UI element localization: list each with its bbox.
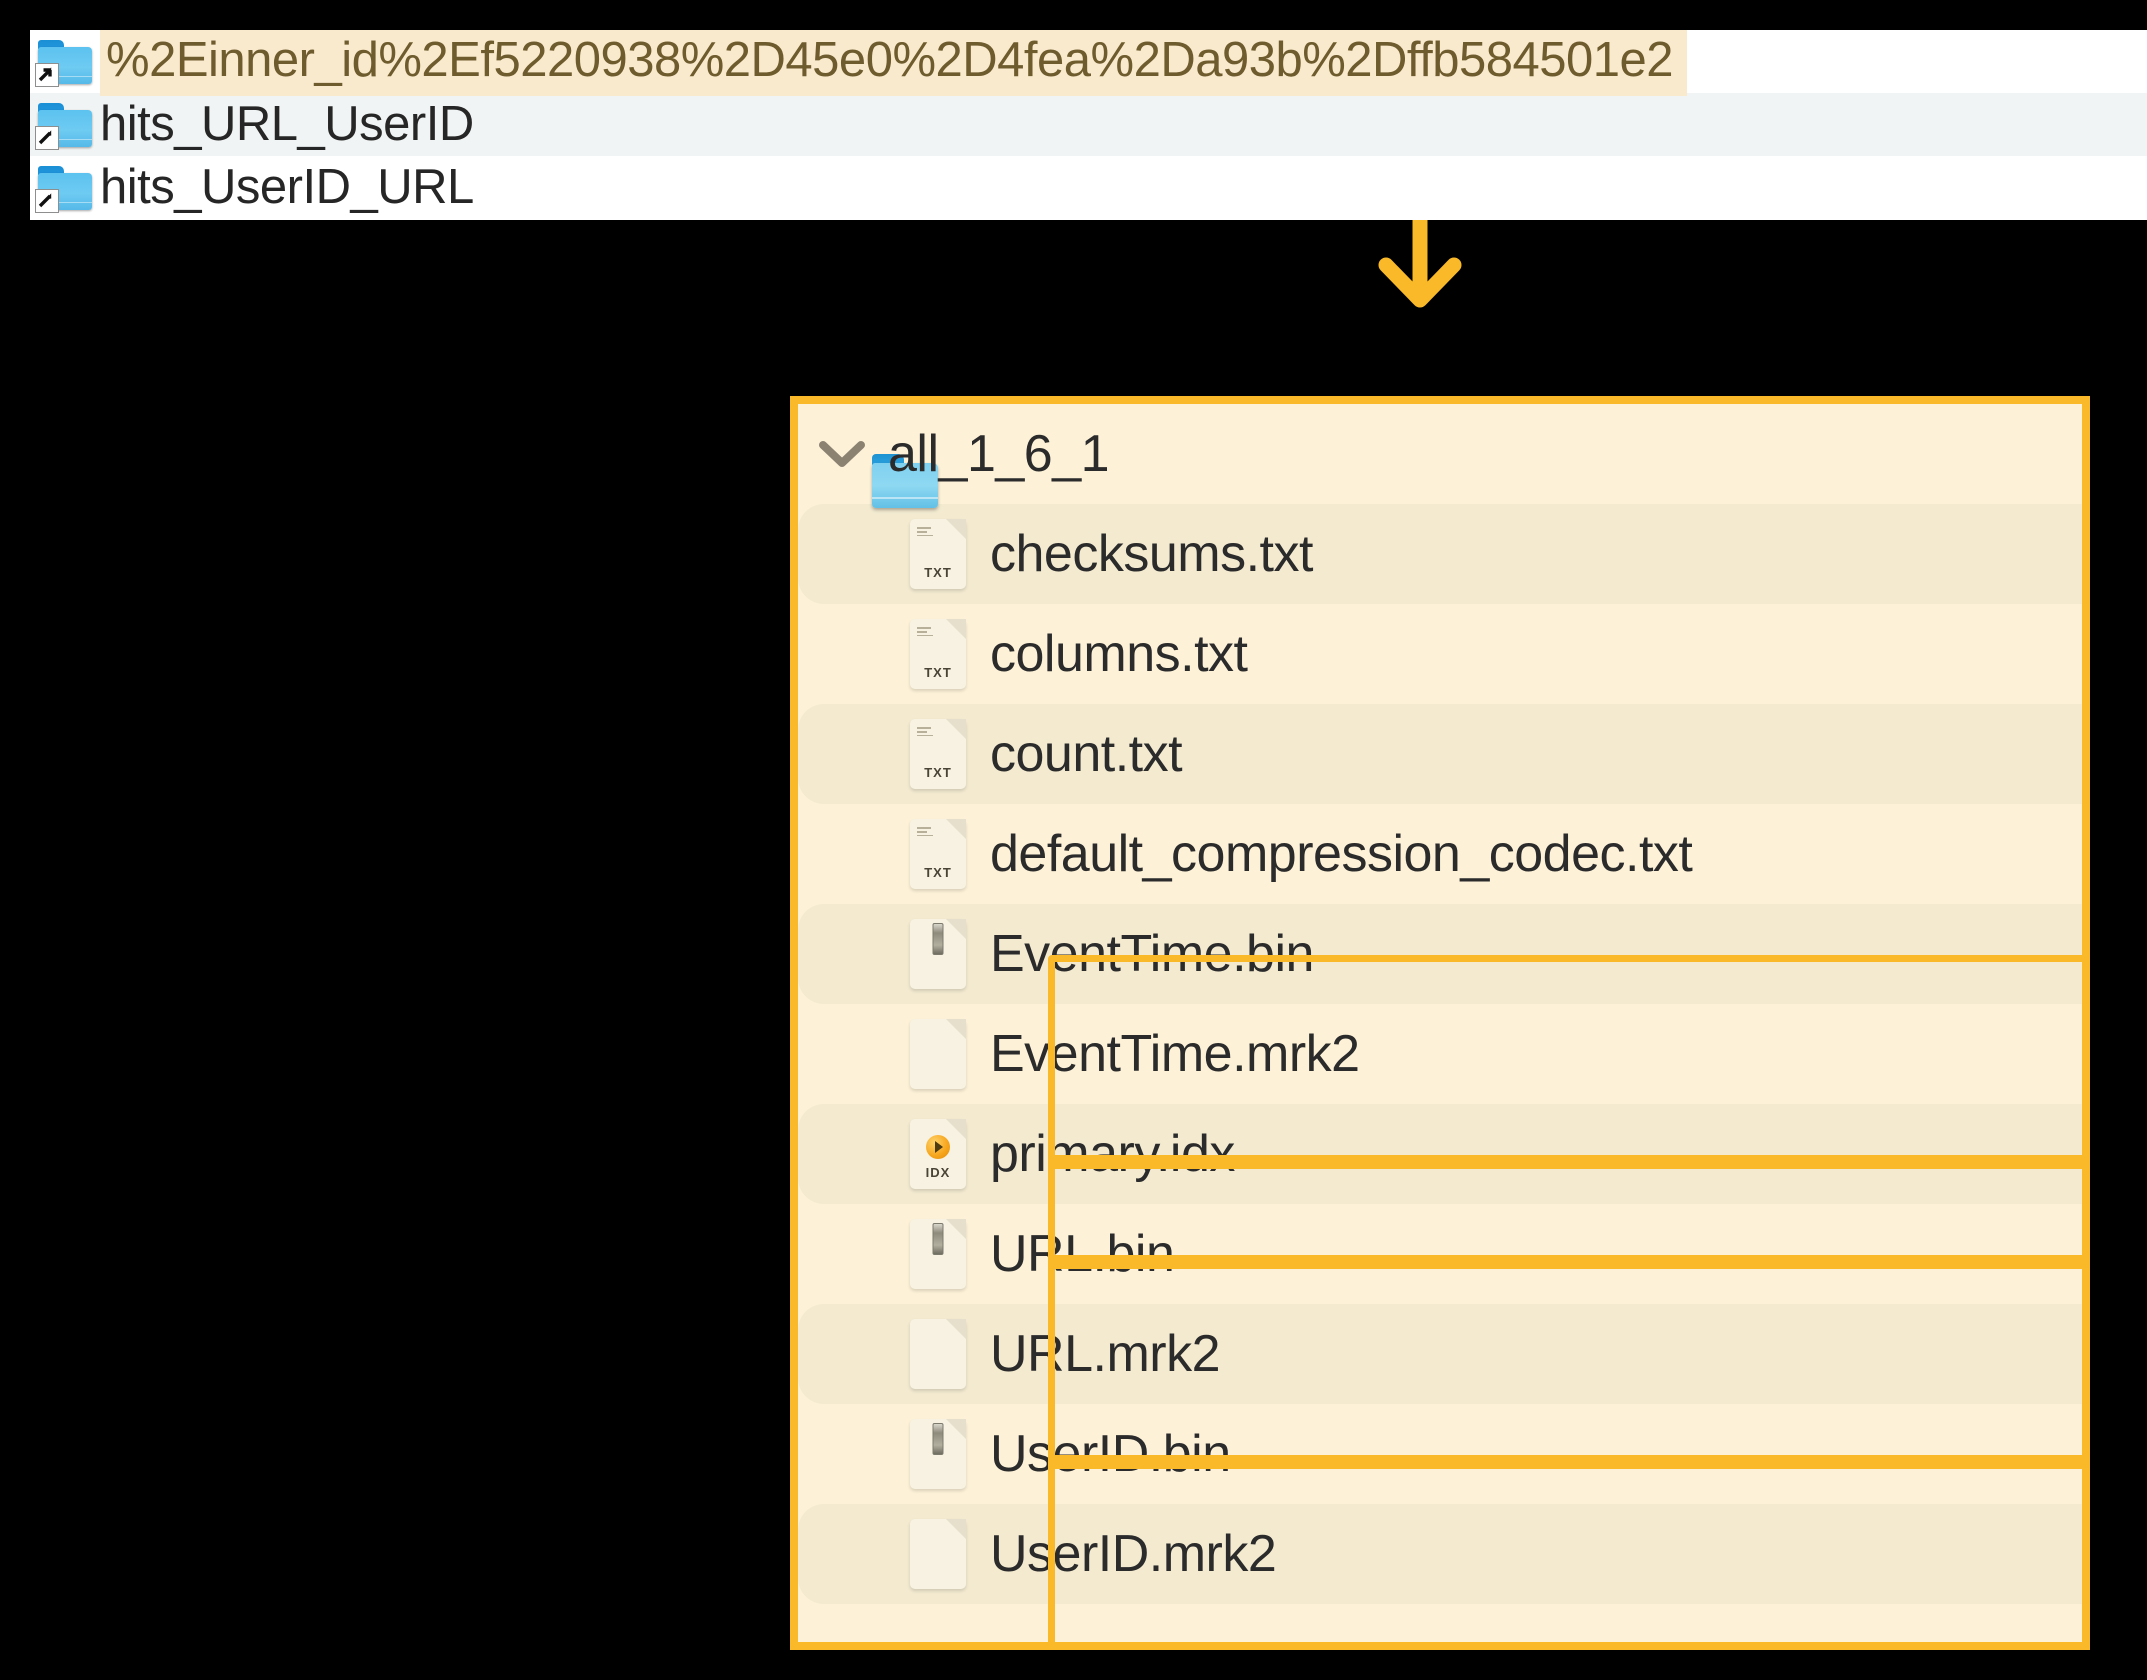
file-row[interactable]: EventTime.bin [798, 904, 2082, 1004]
expanded-part-directory-panel[interactable]: all_1_6_1 TXT checksums.txt TXT columns.… [790, 396, 2090, 1650]
root-folder-label: all_1_6_1 [888, 425, 1110, 483]
file-row[interactable]: URL.mrk2 [798, 1304, 2082, 1404]
list-item-label: hits_UserID_URL [100, 160, 474, 214]
idx-icon-tag: IDX [925, 1165, 951, 1180]
file-name-label: default_compression_codec.txt [990, 825, 1693, 883]
folder-shortcut-icon [30, 165, 100, 213]
txt-icon-tag: TXT [924, 765, 952, 780]
file-name-label: checksums.txt [990, 525, 1313, 583]
file-name-label: UserID.bin [990, 1425, 1231, 1483]
txt-file-icon: TXT [908, 519, 968, 589]
file-name-label: columns.txt [990, 625, 1248, 683]
chevron-down-icon[interactable] [798, 437, 872, 471]
file-row[interactable]: UserID.mrk2 [798, 1504, 2082, 1604]
list-item[interactable]: %2Einner_id%2Ef5220938%2D45e0%2D4fea%2Da… [30, 30, 2147, 96]
list-item[interactable]: hits_UserID_URL [30, 156, 2147, 219]
txt-file-icon: TXT [908, 819, 968, 889]
txt-icon-tag: TXT [924, 865, 952, 880]
txt-icon-tag: TXT [924, 565, 952, 580]
folder-shortcut-list[interactable]: %2Einner_id%2Ef5220938%2D45e0%2D4fea%2Da… [30, 30, 2147, 220]
folder-shortcut-icon [30, 102, 100, 150]
txt-file-icon: TXT [908, 719, 968, 789]
txt-file-icon: TXT [908, 619, 968, 689]
file-row[interactable]: TXT checksums.txt [798, 504, 2082, 604]
file-row[interactable]: TXT default_compression_codec.txt [798, 804, 2082, 904]
file-row[interactable]: UserID.bin [798, 1404, 2082, 1504]
file-name-label: URL.mrk2 [990, 1325, 1221, 1383]
file-row[interactable]: TXT count.txt [798, 704, 2082, 804]
blank-file-icon [908, 1519, 968, 1589]
file-name-label: primary.idx [990, 1125, 1235, 1183]
list-item-label: %2Einner_id%2Ef5220938%2D45e0%2D4fea%2Da… [100, 30, 1688, 96]
file-row[interactable]: TXT columns.txt [798, 604, 2082, 704]
list-item-label: hits_URL_UserID [100, 97, 474, 151]
bin-file-icon [908, 1219, 968, 1289]
tree-root-row[interactable]: all_1_6_1 [798, 404, 2082, 508]
shortcut-arrow-icon [38, 192, 52, 207]
file-name-label: UserID.mrk2 [990, 1525, 1277, 1583]
file-name-label: EventTime.mrk2 [990, 1025, 1360, 1083]
file-name-label: count.txt [990, 725, 1183, 783]
file-row[interactable]: URL.bin [798, 1204, 2082, 1304]
txt-icon-tag: TXT [924, 665, 952, 680]
blank-file-icon [908, 1019, 968, 1089]
list-item[interactable]: hits_URL_UserID [30, 93, 2147, 156]
file-row[interactable]: EventTime.mrk2 [798, 1004, 2082, 1104]
bin-file-icon [908, 1419, 968, 1489]
bin-file-icon [908, 919, 968, 989]
folder-shortcut-icon [30, 39, 100, 87]
shortcut-arrow-icon [38, 129, 52, 144]
file-name-label: URL.bin [990, 1225, 1175, 1283]
file-name-label: EventTime.bin [990, 925, 1314, 983]
blank-file-icon [908, 1319, 968, 1389]
shortcut-arrow-icon [38, 66, 52, 81]
idx-file-icon: IDX [908, 1119, 968, 1189]
file-row[interactable]: IDX primary.idx [798, 1104, 2082, 1204]
